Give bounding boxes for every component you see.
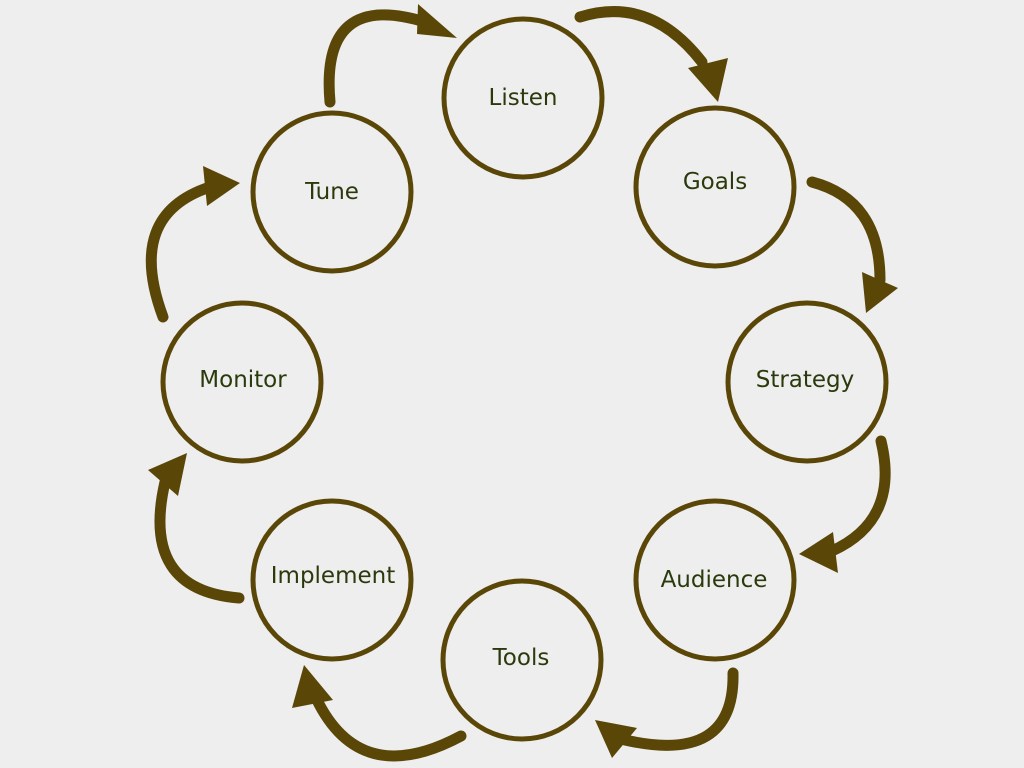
arrow-tune-to-listen xyxy=(323,4,457,108)
node-circle xyxy=(160,300,324,464)
arrow-head-icon xyxy=(292,665,333,708)
arrow-strategy-to-audience xyxy=(799,435,891,573)
node-circle xyxy=(633,498,797,662)
node-label: Listen xyxy=(489,85,558,111)
node-label: Tune xyxy=(304,179,359,205)
node-implement: Implement xyxy=(250,498,414,662)
arrow-shaft xyxy=(826,435,891,557)
arrow-head-icon xyxy=(203,166,240,206)
node-label: Goals xyxy=(683,169,747,195)
arrow-shaft xyxy=(154,476,245,604)
arrow-goals-to-strategy xyxy=(806,176,898,313)
node-circle xyxy=(440,578,604,742)
node-goals: Goals xyxy=(633,105,797,269)
node-strategy: Strategy xyxy=(725,300,889,464)
node-label: Audience xyxy=(661,567,768,593)
arrow-head-icon xyxy=(862,272,898,313)
arrow-tools-to-implement xyxy=(292,665,467,762)
node-circle xyxy=(441,16,605,180)
node-label: Strategy xyxy=(756,367,855,393)
node-circle xyxy=(250,110,414,274)
node-circle xyxy=(725,300,889,464)
node-monitor: Monitor xyxy=(160,300,324,464)
node-label: Monitor xyxy=(199,367,287,393)
arrow-shaft xyxy=(619,667,739,751)
arrow-head-icon xyxy=(148,453,187,496)
arrow-head-icon xyxy=(595,720,637,758)
node-tune: Tune xyxy=(250,110,414,274)
node-tools: Tools xyxy=(440,578,604,742)
arrow-listen-to-goals xyxy=(574,6,728,102)
arrow-implement-to-monitor xyxy=(148,453,245,604)
arrow-head-icon xyxy=(417,4,457,38)
arrow-monitor-to-tune xyxy=(145,166,240,323)
arrow-shaft xyxy=(323,9,431,108)
arrow-shaft xyxy=(574,6,708,68)
arrow-shaft xyxy=(310,692,467,762)
arrow-head-icon xyxy=(688,58,728,102)
node-label: Implement xyxy=(271,563,395,589)
arrow-shaft xyxy=(145,181,216,323)
arrow-head-icon xyxy=(799,532,838,573)
node-circle xyxy=(250,498,414,662)
arrow-audience-to-tools xyxy=(595,667,739,758)
node-listen: Listen xyxy=(441,16,605,180)
node-audience: Audience xyxy=(633,498,797,662)
node-label: Tools xyxy=(492,645,550,671)
node-circle xyxy=(633,105,797,269)
arrow-shaft xyxy=(806,176,886,286)
